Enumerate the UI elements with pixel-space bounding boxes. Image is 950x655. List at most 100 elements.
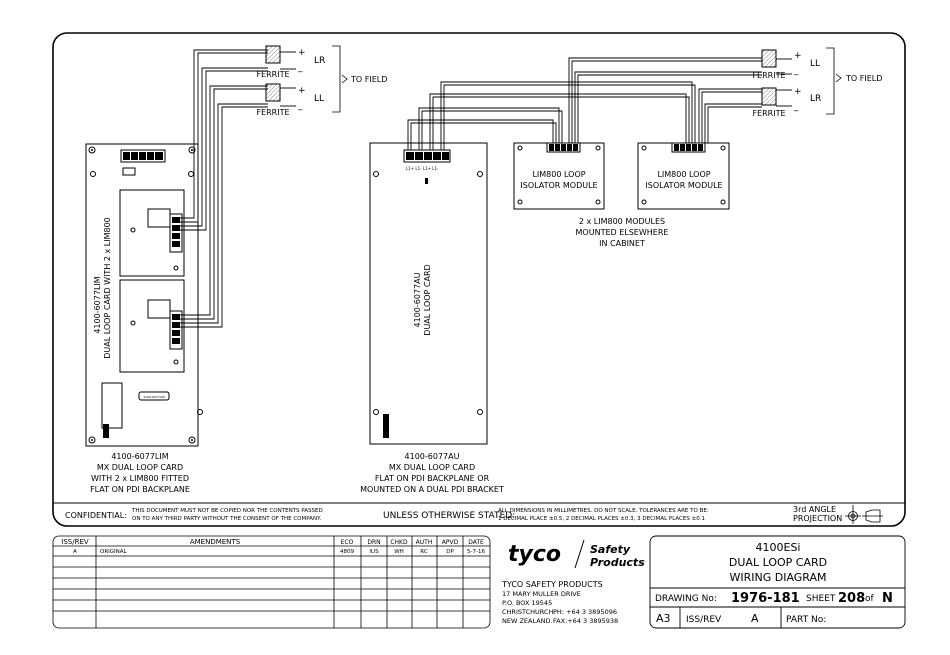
company-phone: PH: +64 3 3895096 [553, 608, 617, 616]
title-line: 4100ESi [756, 541, 801, 554]
lim800-module-2: LIM800 LOOP ISOLATOR MODULE [637, 142, 730, 210]
ferrite-icon [761, 87, 777, 106]
card-left-caption-line: WITH 2 x LIM800 FITTED [91, 474, 189, 483]
rev-cell: WH [394, 549, 404, 555]
to-field-label: TO FIELD [845, 74, 882, 83]
card-mid-terminal-labels: L1+ L1- L1+ L1- [406, 166, 439, 171]
part-no-label: PART No: [786, 615, 826, 625]
field-bracket [332, 45, 341, 113]
company-address: P.O. BOX 19545 [502, 599, 552, 607]
module-label-line: ISOLATOR MODULE [645, 181, 722, 190]
ferrite-icon [265, 45, 281, 64]
rev-header: AUTH [416, 539, 433, 546]
ferrite-label: FERRITE [752, 71, 785, 80]
card-left-caption-line: MX DUAL LOOP CARD [97, 463, 183, 472]
company-address: CHRISTCHURCH. [502, 608, 555, 616]
wire-label-ll: LL [810, 59, 820, 69]
card-mid-vertical-line1: 4100-6077AU [413, 272, 422, 327]
minus-sign: _ [793, 66, 799, 76]
unless-label: UNLESS OTHERWISE STATED: [383, 511, 515, 521]
drawing-no-label: DRAWING No: [655, 594, 717, 604]
rev-header: AMENDMENTS [190, 538, 241, 546]
minus-sign: _ [297, 63, 303, 73]
drawing-border [52, 32, 906, 527]
field-arrow [835, 73, 842, 83]
plus-sign: + [298, 48, 306, 58]
sheet-size: A3 [656, 612, 671, 625]
sheet-of: of [865, 594, 875, 604]
confidential-text: THIS DOCUMENT MUST NOT BE COPIED NOR THE… [131, 508, 323, 514]
rev-cell: A [73, 549, 77, 555]
rev-cell: 4809 [340, 549, 354, 555]
company-block: tyco Safety Products TYCO SAFETY PRODUCT… [501, 539, 645, 625]
rev-cell: RC [420, 549, 428, 555]
unless-text: ALL DIMENSIONS IN MILLIMETRES. DO NOT SC… [498, 508, 709, 514]
minus-sign: _ [297, 101, 303, 111]
wire-label-lr: LR [314, 56, 325, 66]
card-left-caption-line: FLAT ON PDI BACKPLANE [90, 485, 190, 494]
sheet-total: N [882, 591, 893, 606]
table-row: A ORIGINAL 4809 IUS WH RC DP 5-7-16 [73, 549, 485, 555]
card-mid-caption-line: FLAT ON PDI BACKPLANE OR [375, 474, 490, 483]
revision-table [52, 535, 491, 629]
drawing-no: 1976-181 [731, 591, 800, 606]
projection-symbol-icon [845, 505, 883, 524]
ferrite-label: FERRITE [256, 108, 289, 117]
module-label-line: LIM800 LOOP [532, 170, 585, 179]
title-block [649, 535, 906, 629]
confidential-label: CONFIDENTIAL: [65, 511, 127, 520]
iss-rev-label: ISS/REV [686, 615, 722, 625]
card-mid-caption-line: 4100-6077AU [405, 452, 460, 461]
tyco-logo: tyco [508, 542, 561, 567]
lim800-module-1: LIM800 LOOP ISOLATOR MODULE [513, 142, 605, 210]
card-mid-caption-line: MX DUAL LOOP CARD [389, 463, 475, 472]
card-left-vertical-line1: 4100-6077LIM [93, 276, 102, 333]
rev-header: ISS/REV [61, 538, 89, 546]
card-mid-caption: 4100-6077AU MX DUAL LOOP CARD FLAT ON PD… [360, 452, 504, 494]
minus-sign: _ [793, 102, 799, 112]
card-left-caption-line: 4100-6077LIM [111, 452, 168, 461]
ferrite-icon [761, 49, 777, 68]
module-label-line: LIM800 LOOP [657, 170, 710, 179]
company-fax: FAX:+64 3 3895938 [553, 617, 618, 625]
unless-text: 1 DECIMAL PLACE ±0.5, 2 DECIMAL PLACES ±… [498, 516, 705, 522]
modules-note-line: MOUNTED ELSEWHERE [576, 228, 669, 237]
plus-sign: + [794, 87, 802, 97]
ferrite-label: FERRITE [256, 70, 289, 79]
rev-header: ECO [341, 539, 354, 546]
to-field-label: TO FIELD [350, 75, 387, 84]
plus-sign: + [794, 51, 802, 61]
rev-cell: 5-7-16 [467, 549, 485, 555]
card-left-chip-label: 4100-6077LIM [143, 395, 165, 399]
right-wiring [407, 57, 792, 150]
rev-cell: DP [446, 549, 454, 555]
rev-header: DRN [367, 539, 380, 546]
rev-header: DATE [468, 539, 484, 546]
modules-note-line: IN CABINET [599, 239, 645, 248]
logo-sub: Safety [590, 543, 631, 556]
ferrite-label: FERRITE [752, 109, 785, 118]
modules-note-line: 2 x LIM800 MODULES [579, 217, 665, 226]
field-bracket [826, 47, 835, 115]
iss-rev: A [751, 612, 759, 625]
card-4100-6077lim: 4100-6077LIM 4100-6077LIM DUAL LOOP CARD… [85, 143, 203, 447]
projection-label: PROJECTION [793, 514, 842, 523]
card-left-caption: 4100-6077LIM MX DUAL LOOP CARD WITH 2 x … [90, 452, 190, 494]
card-mid-caption-line: MOUNTED ON A DUAL PDI BRACKET [360, 485, 504, 494]
company-name: TYCO SAFETY PRODUCTS [501, 580, 603, 589]
sheet-label: SHEET [806, 594, 836, 604]
plus-sign: + [298, 86, 306, 96]
rev-cell: ORIGINAL [100, 549, 128, 555]
ferrite-icon [265, 83, 281, 102]
title-line: WIRING DIAGRAM [729, 571, 826, 584]
company-address: 17 MARY MULLER DRIVE [502, 590, 581, 598]
left-wiring [172, 49, 296, 328]
wire-label-ll: LL [314, 94, 324, 104]
card-mid-vertical-line2: DUAL LOOP CARD [423, 264, 432, 335]
sheet-no: 208 [838, 591, 865, 606]
wire-label-lr: LR [810, 94, 821, 104]
company-address: NEW ZEALAND. [502, 617, 553, 625]
rev-cell: IUS [369, 549, 379, 555]
confidential-text: ON TO ANY THIRD PARTY WITHOUT THE CONSEN… [132, 516, 321, 522]
